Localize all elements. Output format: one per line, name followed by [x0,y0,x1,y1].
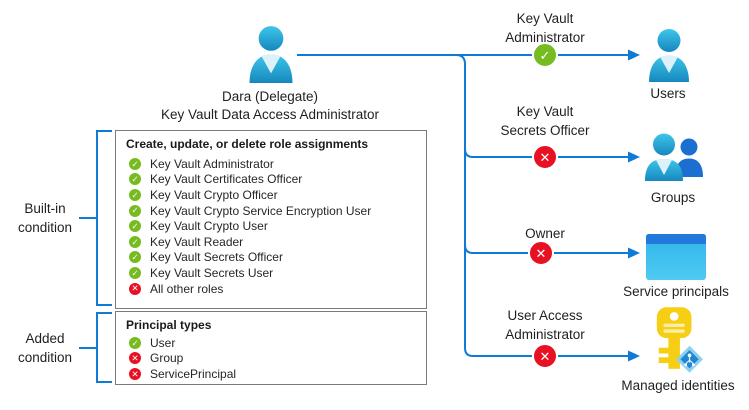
role-label-line: Key Vault [516,11,574,26]
check-icon: ✓ [129,336,141,349]
list-item: ✕ ServicePrincipal [129,366,418,382]
assignment-role-label-service-principals: Owner [470,224,620,243]
added-condition-box: Principal types ✓ User ✕ Group ✕ Service… [115,311,427,385]
role-label-line: Administrator [505,327,585,342]
condition-box-heading: Create, update, or delete role assignmen… [126,137,369,151]
delegate-person-icon [245,25,297,83]
role-label-line: Secrets Officer [500,123,590,138]
cross-icon: ✕ [532,343,558,369]
list-item: ✓ User [129,335,418,351]
list-item: ✓ Key Vault Administrator [129,156,418,172]
bracket-label-line: Added [25,331,65,346]
list-item: ✓ Key Vault Certificates Officer [129,172,418,188]
check-icon: ✓ [129,220,141,233]
groups-icon [642,131,704,185]
built-in-condition-bracket [96,130,112,306]
principal-type-list: ✓ User ✕ Group ✕ ServicePrincipal [116,334,426,382]
added-condition-bracket [96,312,112,383]
list-item: ✓ Key Vault Crypto Service Encryption Us… [129,203,418,219]
arrowhead-service-principals-icon [628,247,640,259]
trunk-line [455,54,629,357]
role-label-line: Administrator [505,30,585,45]
principal-item-label: ServicePrincipal [150,366,237,381]
role-item-label: Key Vault Certificates Officer [150,172,303,187]
check-icon: ✓ [129,266,141,279]
target-label-users: Users [650,86,686,101]
list-item: ✓ Key Vault Crypto User [129,218,418,234]
service-principals-icon [646,234,706,280]
check-icon: ✓ [129,235,141,248]
check-icon: ✓ [129,204,141,217]
target-label-groups: Groups [650,190,696,205]
bracket-label-line: Built-in [24,201,66,216]
check-icon: ✓ [129,251,141,264]
cross-icon: ✕ [528,240,554,266]
check-icon: ✓ [129,157,141,170]
check-icon: ✓ [532,42,558,68]
managed-identities-icon [653,307,703,373]
assignment-role-label-groups: Key Vault Secrets Officer [470,102,620,140]
check-icon: ✓ [129,173,141,186]
list-item: ✕ Group [129,351,418,367]
added-condition-label: Added condition [2,329,88,367]
bracket-label-line: condition [17,350,73,365]
role-item-label: Key Vault Crypto User [150,219,268,234]
list-item: ✓ Key Vault Secrets Officer [129,250,418,266]
cross-icon: ✕ [129,367,141,380]
cross-icon: ✕ [532,144,558,170]
role-label-line: Key Vault [516,104,574,119]
delegate-caption: Dara (Delegate) Key Vault Data Access Ad… [130,88,410,123]
built-in-condition-label: Built-in condition [2,199,88,237]
target-label-managed-identities: Managed identities [621,378,735,393]
check-icon: ✓ [129,188,141,201]
arrowhead-users-icon [628,49,640,61]
cross-icon: ✕ [129,352,141,365]
arrowhead-managed-identities-icon [628,350,640,362]
principal-item-label: User [150,335,176,350]
list-item: ✓ Key Vault Crypto Officer [129,187,418,203]
delegate-role: Key Vault Data Access Administrator [160,106,380,122]
role-item-label: Key Vault Administrator [150,156,274,171]
role-item-label: All other roles [150,281,224,296]
role-item-label: Key Vault Crypto Service Encryption User [150,203,372,218]
assignment-role-label-managed-identities: User Access Administrator [470,306,620,344]
condition-box-heading: Principal types [126,318,212,332]
bracket-label-line: condition [17,220,73,235]
principal-item-label: Group [150,351,184,366]
role-item-label: Key Vault Secrets Officer [150,250,283,265]
target-label-service-principals: Service principals [623,284,729,299]
assignment-role-label-users: Key Vault Administrator [470,9,620,47]
cross-icon: ✕ [129,282,141,295]
arrowhead-groups-icon [628,151,640,163]
role-item-label: Key Vault Secrets User [150,265,274,280]
built-in-condition-box: Create, update, or delete role assignmen… [115,130,427,309]
arrow-line-groups [464,148,629,158]
list-item: ✓ Key Vault Reader [129,234,418,250]
users-icon [645,28,693,82]
role-label-line: Owner [525,226,565,241]
list-item: ✓ Key Vault Secrets User [129,265,418,281]
role-item-label: Key Vault Crypto Officer [150,187,278,202]
list-item: ✕ All other roles [129,281,418,297]
delegate-name: Dara (Delegate) [221,89,319,104]
arrow-line-service-principals [464,244,629,254]
role-label-line: User Access [507,308,583,323]
role-item-label: Key Vault Reader [150,234,244,249]
role-list: ✓ Key Vault Administrator ✓ Key Vault Ce… [116,155,426,296]
